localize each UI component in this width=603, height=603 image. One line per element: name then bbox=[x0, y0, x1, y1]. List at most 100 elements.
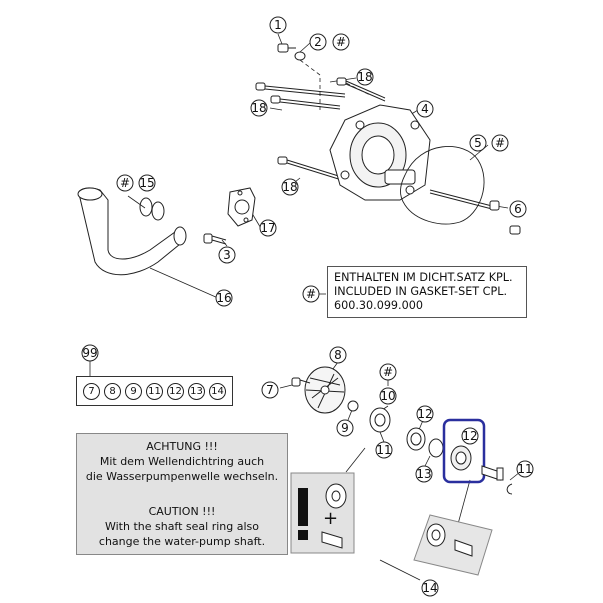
note-line-1: ENTHALTEN IM DICHT.SATZ KPL. bbox=[334, 271, 513, 284]
highlight-box bbox=[442, 418, 486, 484]
pump-cover-4 bbox=[329, 104, 431, 201]
callout-16 bbox=[215, 289, 233, 307]
bolt-7 bbox=[291, 377, 311, 387]
svg-text:#: # bbox=[336, 35, 346, 49]
warning-en-title: CAUTION !!! bbox=[148, 505, 216, 518]
kit-item-14: 14 bbox=[209, 383, 226, 400]
warning-panel: ACHTUNG !!! Mit dem Wellendichtring auch… bbox=[76, 433, 288, 555]
callout-2 bbox=[309, 33, 327, 51]
callout-2-mark bbox=[332, 33, 350, 51]
callout-5-mark bbox=[491, 134, 509, 152]
svg-text:5: 5 bbox=[474, 136, 482, 150]
kit-item-7: 7 bbox=[83, 383, 100, 400]
gasket-set-note: ENTHALTEN IM DICHT.SATZ KPL. INCLUDED IN… bbox=[327, 266, 527, 318]
svg-text:8: 8 bbox=[334, 348, 342, 362]
callout-1 bbox=[269, 16, 287, 34]
svg-text:18: 18 bbox=[357, 70, 372, 84]
callout-11-b bbox=[516, 460, 534, 478]
svg-text:6: 6 bbox=[514, 202, 522, 216]
o-rings-15 bbox=[139, 197, 165, 221]
shaft-seal-12 bbox=[450, 445, 472, 471]
svg-text:#: # bbox=[120, 176, 130, 190]
warning-de-line-2: die Wasserpumpenwelle wechseln. bbox=[85, 470, 279, 483]
svg-text:#: # bbox=[383, 365, 393, 379]
impeller-8 bbox=[304, 366, 346, 414]
callout-12-b bbox=[461, 427, 479, 445]
svg-text:16: 16 bbox=[216, 291, 231, 305]
warning-en-line-2: change the water-pump shaft. bbox=[98, 535, 266, 548]
o-ring-13 bbox=[428, 438, 444, 458]
svg-text:10: 10 bbox=[380, 389, 395, 403]
callout-18-c bbox=[281, 178, 299, 196]
hose-16 bbox=[77, 187, 187, 276]
svg-text:9: 9 bbox=[341, 421, 349, 435]
callout-99 bbox=[81, 344, 99, 362]
callout-3 bbox=[218, 246, 236, 264]
callout-8 bbox=[329, 346, 347, 364]
circlip-11 bbox=[506, 483, 513, 495]
svg-text:14: 14 bbox=[422, 581, 437, 595]
callout-12-a bbox=[416, 405, 434, 423]
warning-en-line-1: With the shaft seal ring also bbox=[104, 520, 260, 533]
kit-item-8: 8 bbox=[104, 383, 121, 400]
callout-9 bbox=[336, 419, 354, 437]
kit-99-contents: 7 8 9 11 12 13 14 bbox=[76, 376, 233, 406]
svg-text:99: 99 bbox=[82, 346, 97, 360]
gasket-5 bbox=[400, 146, 485, 225]
callout-note-mark bbox=[302, 285, 320, 303]
svg-text:2: 2 bbox=[314, 35, 322, 49]
kit-item-12: 12 bbox=[167, 383, 184, 400]
svg-text:12: 12 bbox=[417, 407, 432, 421]
kit-item-11: 11 bbox=[146, 383, 163, 400]
plus-icon: + bbox=[323, 508, 339, 529]
callout-11-a bbox=[375, 441, 393, 459]
flange-gasket-17 bbox=[227, 187, 256, 227]
callout-7 bbox=[261, 381, 279, 399]
detail-panel bbox=[290, 472, 355, 554]
kit-item-9: 9 bbox=[125, 383, 142, 400]
svg-text:11: 11 bbox=[376, 443, 391, 457]
callout-18-b bbox=[250, 99, 268, 117]
svg-text:#: # bbox=[306, 287, 316, 301]
svg-text:3: 3 bbox=[223, 248, 231, 262]
callout-18-a bbox=[356, 68, 374, 86]
warning-de-title: ACHTUNG !!! bbox=[146, 440, 218, 453]
leader-lines bbox=[127, 33, 509, 299]
note-line-3: 600.30.099.000 bbox=[334, 299, 423, 312]
svg-text:18: 18 bbox=[251, 101, 266, 115]
svg-text:12: 12 bbox=[462, 429, 477, 443]
callout-15-mark bbox=[116, 174, 134, 192]
callout-5 bbox=[469, 134, 487, 152]
kit-14-panel bbox=[413, 514, 493, 576]
callout-17 bbox=[259, 219, 277, 237]
callout-6 bbox=[509, 200, 527, 218]
svg-text:18: 18 bbox=[282, 180, 297, 194]
callout-labels: 1 2 # 18 18 4 5 # 6 18 # 15 17 3 16 # 99… bbox=[82, 18, 532, 595]
svg-text:1: 1 bbox=[274, 18, 282, 32]
svg-text:15: 15 bbox=[139, 176, 154, 190]
svg-text:4: 4 bbox=[421, 102, 429, 116]
bolt-3 bbox=[203, 233, 227, 245]
bolt-6 bbox=[429, 189, 521, 235]
long-bolts-18 bbox=[255, 77, 386, 182]
seal-10 bbox=[369, 407, 391, 433]
callout-15 bbox=[138, 174, 156, 192]
callout-10-mark bbox=[379, 363, 397, 381]
pump-shaft bbox=[481, 465, 504, 481]
callout-14 bbox=[421, 579, 439, 597]
callout-10 bbox=[379, 387, 397, 405]
svg-text:7: 7 bbox=[266, 383, 274, 397]
svg-text:13: 13 bbox=[416, 467, 431, 481]
bolt-1 bbox=[277, 43, 296, 53]
washer-9 bbox=[347, 400, 359, 412]
bearing-12a bbox=[406, 427, 426, 451]
svg-text:17: 17 bbox=[260, 221, 275, 235]
warning-de-line-1: Mit dem Wellendichtring auch bbox=[99, 455, 265, 468]
svg-text:#: # bbox=[495, 136, 505, 150]
callout-4 bbox=[416, 100, 434, 118]
note-line-2: INCLUDED IN GASKET-SET CPL. bbox=[334, 285, 508, 298]
svg-text:11: 11 bbox=[517, 462, 532, 476]
washer-2 bbox=[294, 51, 306, 61]
kit-item-13: 13 bbox=[188, 383, 205, 400]
